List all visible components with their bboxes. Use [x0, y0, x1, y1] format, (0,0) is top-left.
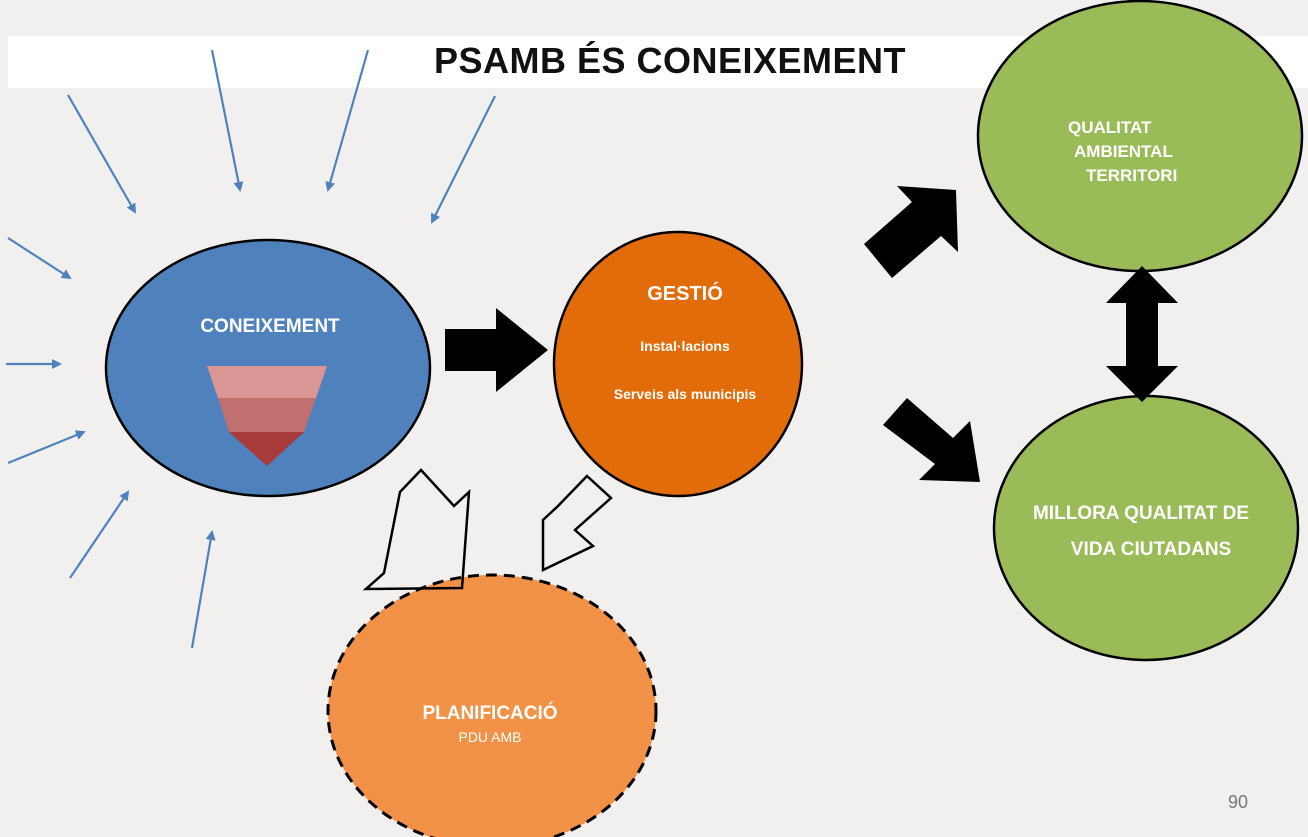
flow-arrow-coneixement-gestio [445, 308, 548, 392]
planificacio-sublabel: PDU AMB [458, 729, 522, 745]
planificacio-label: PLANIFICACIÓ [422, 703, 558, 724]
input-arrow [7, 430, 86, 465]
page-number: 90 [1228, 792, 1249, 812]
input-arrow [7, 237, 72, 280]
millora-line-1: MILLORA QUALITAT DE [1032, 503, 1249, 524]
qualitat-line-2: AMBIENTAL [1074, 142, 1173, 161]
input-arrow [325, 49, 370, 192]
double-arrow-qualitat-millora [1106, 266, 1178, 402]
gestio-item-serveis: Serveis als municipis [613, 386, 757, 402]
input-arrow [431, 95, 496, 224]
gestio-item-installacions: Instal·lacions [640, 338, 730, 354]
coneixement-label: CONEIXEMENT [200, 316, 340, 337]
input-arrow [190, 530, 216, 649]
flow-arrow-gestio-millora [883, 398, 980, 482]
slide-title: PSAMB ÉS CONEIXEMENT [433, 40, 907, 81]
input-arrow [210, 49, 244, 192]
gestio-node [552, 230, 804, 498]
outline-arrow-gestio-planificacio [541, 474, 613, 572]
planificacio-node [326, 573, 658, 837]
pyramid-icon [207, 366, 327, 466]
flow-arrow-gestio-qualitat [864, 186, 958, 278]
input-arrow [69, 490, 130, 579]
input-arrow [67, 94, 136, 214]
input-arrows [6, 49, 496, 649]
millora-qualitat-node [992, 394, 1300, 662]
gestio-label: GESTIÓ [647, 283, 723, 305]
outline-arrow-coneixement-planificacio [362, 468, 471, 591]
millora-line-2: VIDA CIUTADANS [1070, 539, 1232, 560]
qualitat-line-3: TERRITORI [1086, 166, 1178, 185]
qualitat-line-1: QUALITAT [1068, 118, 1152, 137]
